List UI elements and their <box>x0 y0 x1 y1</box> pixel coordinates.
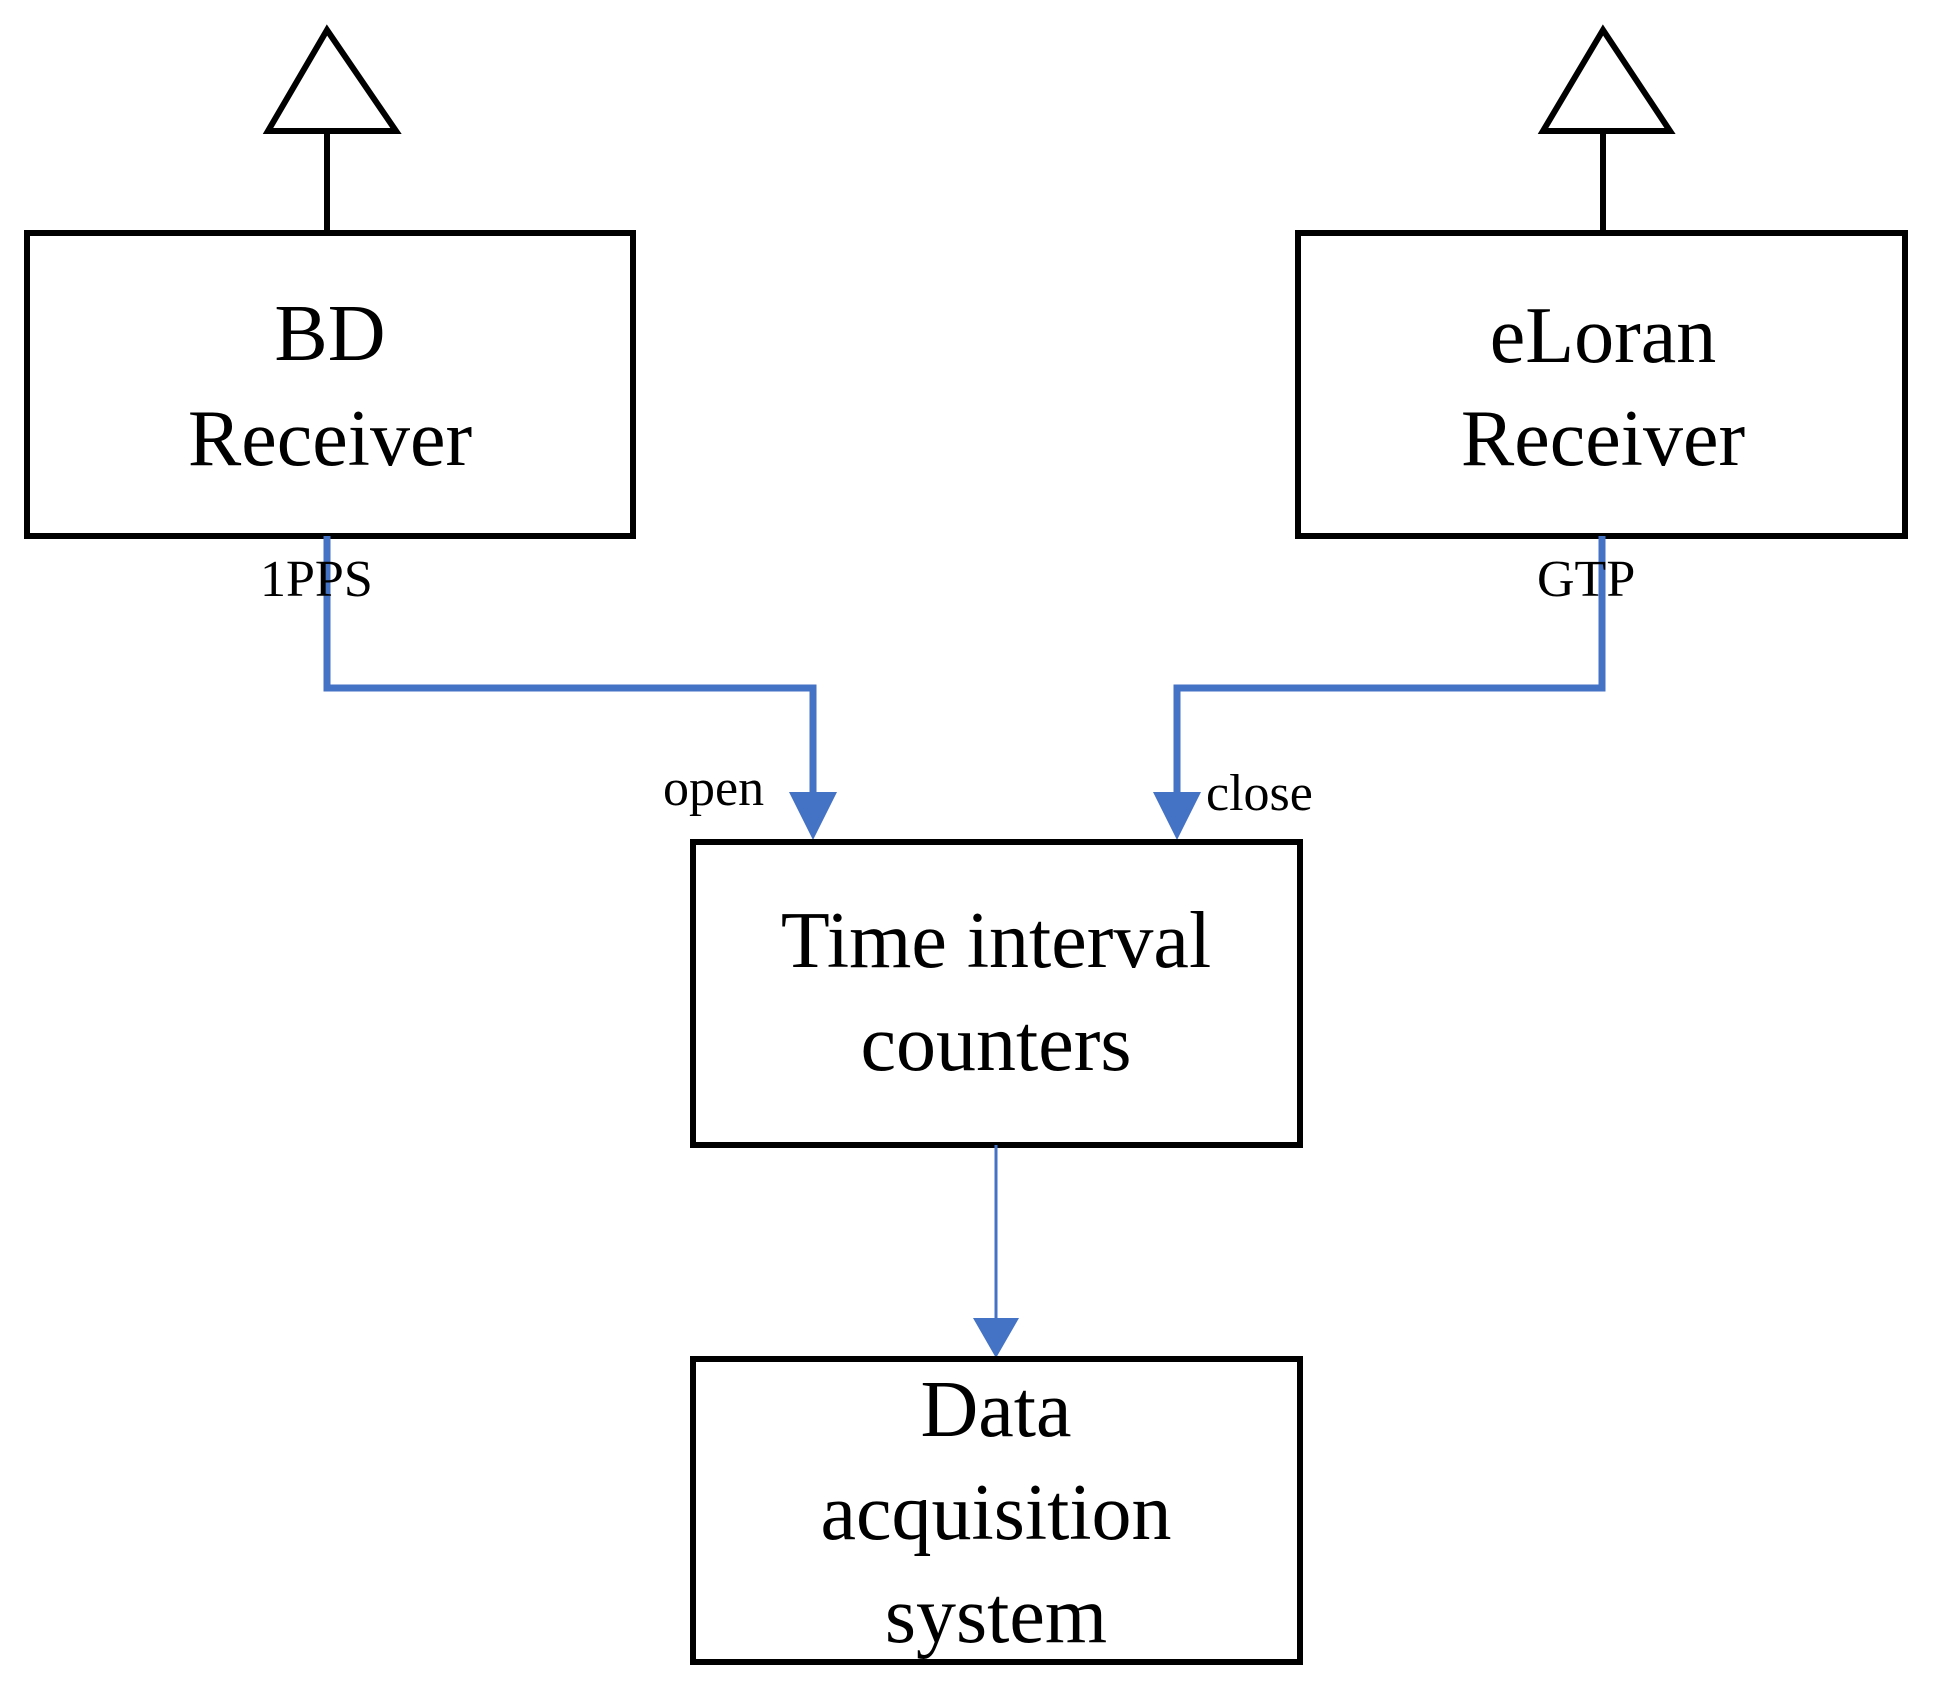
bd-output-label: 1PPS <box>260 551 373 608</box>
eloran-receiver-title: eLoran <box>1490 292 1717 380</box>
open-arrowhead <box>789 792 837 840</box>
daq-arrowhead <box>973 1318 1019 1358</box>
counter-title-line2: counters <box>860 1000 1131 1088</box>
time-interval-counters-block: Time interval counters <box>690 839 1303 1148</box>
counter-to-daq-connector <box>973 1145 1019 1358</box>
daq-title-line1: Data <box>920 1366 1071 1454</box>
eloran-receiver-subtitle: Receiver <box>1461 395 1745 483</box>
bd-receiver-subtitle: Receiver <box>188 395 472 483</box>
eloran-antenna-icon <box>1537 24 1676 233</box>
daq-title-line3: system <box>885 1572 1107 1660</box>
counter-title-line1: Time interval <box>781 897 1211 985</box>
eloran-output-label: GTP <box>1537 551 1635 608</box>
bd-receiver-title: BD <box>274 290 385 378</box>
eloran-receiver-block: eLoran Receiver <box>1295 230 1908 539</box>
bd-antenna-icon <box>262 24 402 233</box>
eloran-to-counter-connector <box>1153 536 1606 840</box>
data-acquisition-system-block: Data acquisition system <box>690 1356 1303 1665</box>
bd-receiver-block: BD Receiver <box>24 230 636 539</box>
daq-title-line2: acquisition <box>820 1469 1171 1557</box>
close-input-label: close <box>1206 765 1313 822</box>
open-input-label: open <box>663 760 764 817</box>
bd-to-counter-connector <box>323 536 837 840</box>
close-arrowhead <box>1153 792 1201 840</box>
